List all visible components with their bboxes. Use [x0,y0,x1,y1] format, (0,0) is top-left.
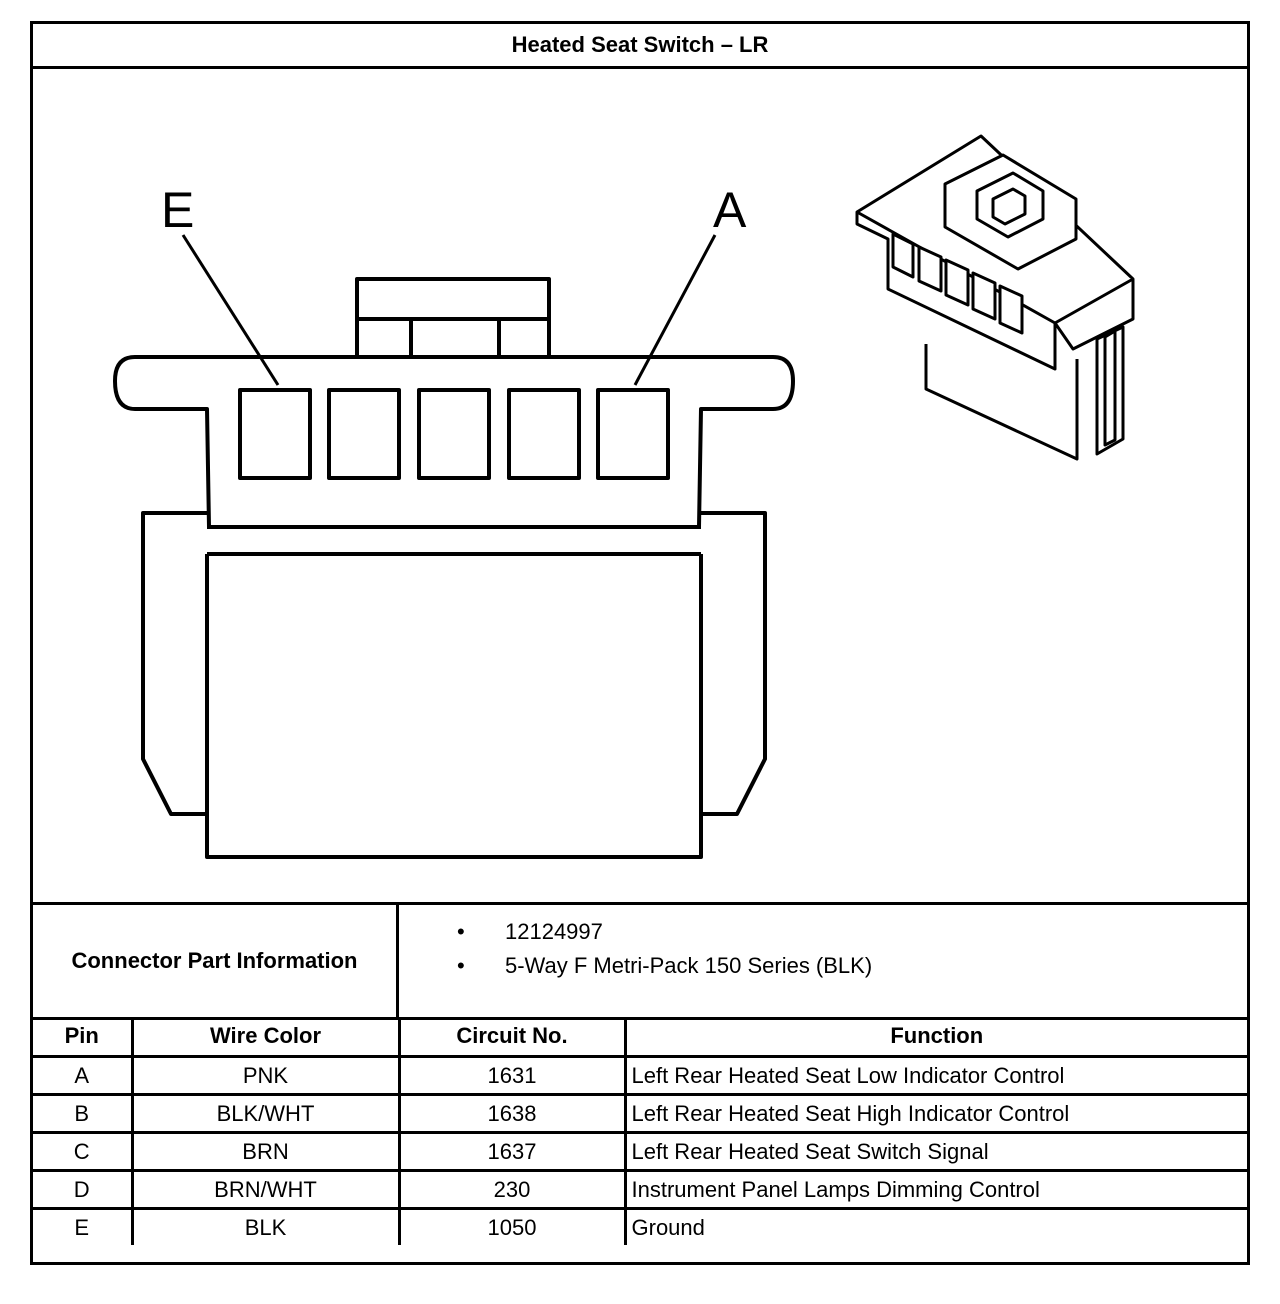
circuit-cell: 230 [397,1169,627,1210]
pin-table-header: Pin Wire Color Circuit No. Function [33,1017,1247,1058]
table-row: C BRN 1637 Left Rear Heated Seat Switch … [33,1131,1247,1172]
function-cell: Left Rear Heated Seat Low Indicator Cont… [623,1055,1247,1096]
header-circuit: Circuit No. [397,1017,627,1058]
callout-leader-a [633,234,717,386]
connector-left-wing [141,511,207,816]
wire-color-cell: BLK [130,1207,401,1245]
pin-table: Pin Wire Color Circuit No. Function A PN… [33,1017,1247,1245]
connector-drawing: E A [33,69,1247,902]
cavity-c [417,388,491,480]
connector-lower-body [205,554,703,859]
circuit-cell: 1050 [397,1207,627,1245]
function-cell: Ground [623,1207,1247,1245]
function-cell: Left Rear Heated Seat Switch Signal [623,1131,1247,1172]
connector-latch [355,277,551,357]
pin-cell: E [33,1207,134,1245]
table-row: A PNK 1631 Left Rear Heated Seat Low Ind… [33,1055,1247,1096]
connector-right-wing [701,511,767,816]
wire-color-cell: BRN [130,1131,401,1172]
circuit-cell: 1638 [397,1093,627,1134]
cavity-e [238,388,312,480]
function-cell: Left Rear Heated Seat High Indicator Con… [623,1093,1247,1134]
circuit-cell: 1637 [397,1131,627,1172]
table-row: E BLK 1050 Ground [33,1207,1247,1245]
connector-iso-view [855,134,1135,461]
connector-info-label: Connector Part Information [33,905,399,1017]
cavity-b [507,388,581,480]
connector-info-item: • 5-Way F Metri-Pack 150 Series (BLK) [399,949,1247,983]
header-wire-color: Wire Color [130,1017,401,1058]
cavity-d [327,388,401,480]
wire-color-cell: BRN/WHT [130,1169,401,1210]
wire-color-cell: BLK/WHT [130,1093,401,1134]
bullet-icon: • [457,953,465,978]
function-cell: Instrument Panel Lamps Dimming Control [623,1169,1247,1210]
connector-info-item: • 12124997 [399,915,1247,949]
table-row: B BLK/WHT 1638 Left Rear Heated Seat Hig… [33,1093,1247,1134]
part-number: 12124997 [505,919,603,944]
callout-leader-e [181,234,280,386]
connector-info-list: • 12124997 • 5-Way F Metri-Pack 150 Seri… [399,905,1247,1017]
bullet-icon: • [457,919,465,944]
connector-part-info: Connector Part Information • 12124997 • … [33,902,1247,1020]
table-row: D BRN/WHT 230 Instrument Panel Lamps Dim… [33,1169,1247,1210]
callout-e-label: E [161,182,194,238]
header-pin: Pin [33,1017,134,1058]
connector-description: 5-Way F Metri-Pack 150 Series (BLK) [505,953,873,978]
pin-cell: D [33,1169,134,1210]
pin-cell: A [33,1055,134,1096]
header-function: Function [623,1017,1247,1058]
cavity-a [596,388,670,480]
pin-cell: B [33,1093,134,1134]
pin-cavities [238,388,670,480]
pin-cell: C [33,1131,134,1172]
connector-sheet: Heated Seat Switch – LR [30,21,1250,1265]
connector-svg: E A [113,134,1135,859]
callout-a-label: A [713,182,747,238]
iso-cavities [891,232,1024,335]
page-title: Heated Seat Switch – LR [33,24,1247,69]
wire-color-cell: PNK [130,1055,401,1096]
circuit-cell: 1631 [397,1055,627,1096]
connector-body-outline [113,355,795,528]
